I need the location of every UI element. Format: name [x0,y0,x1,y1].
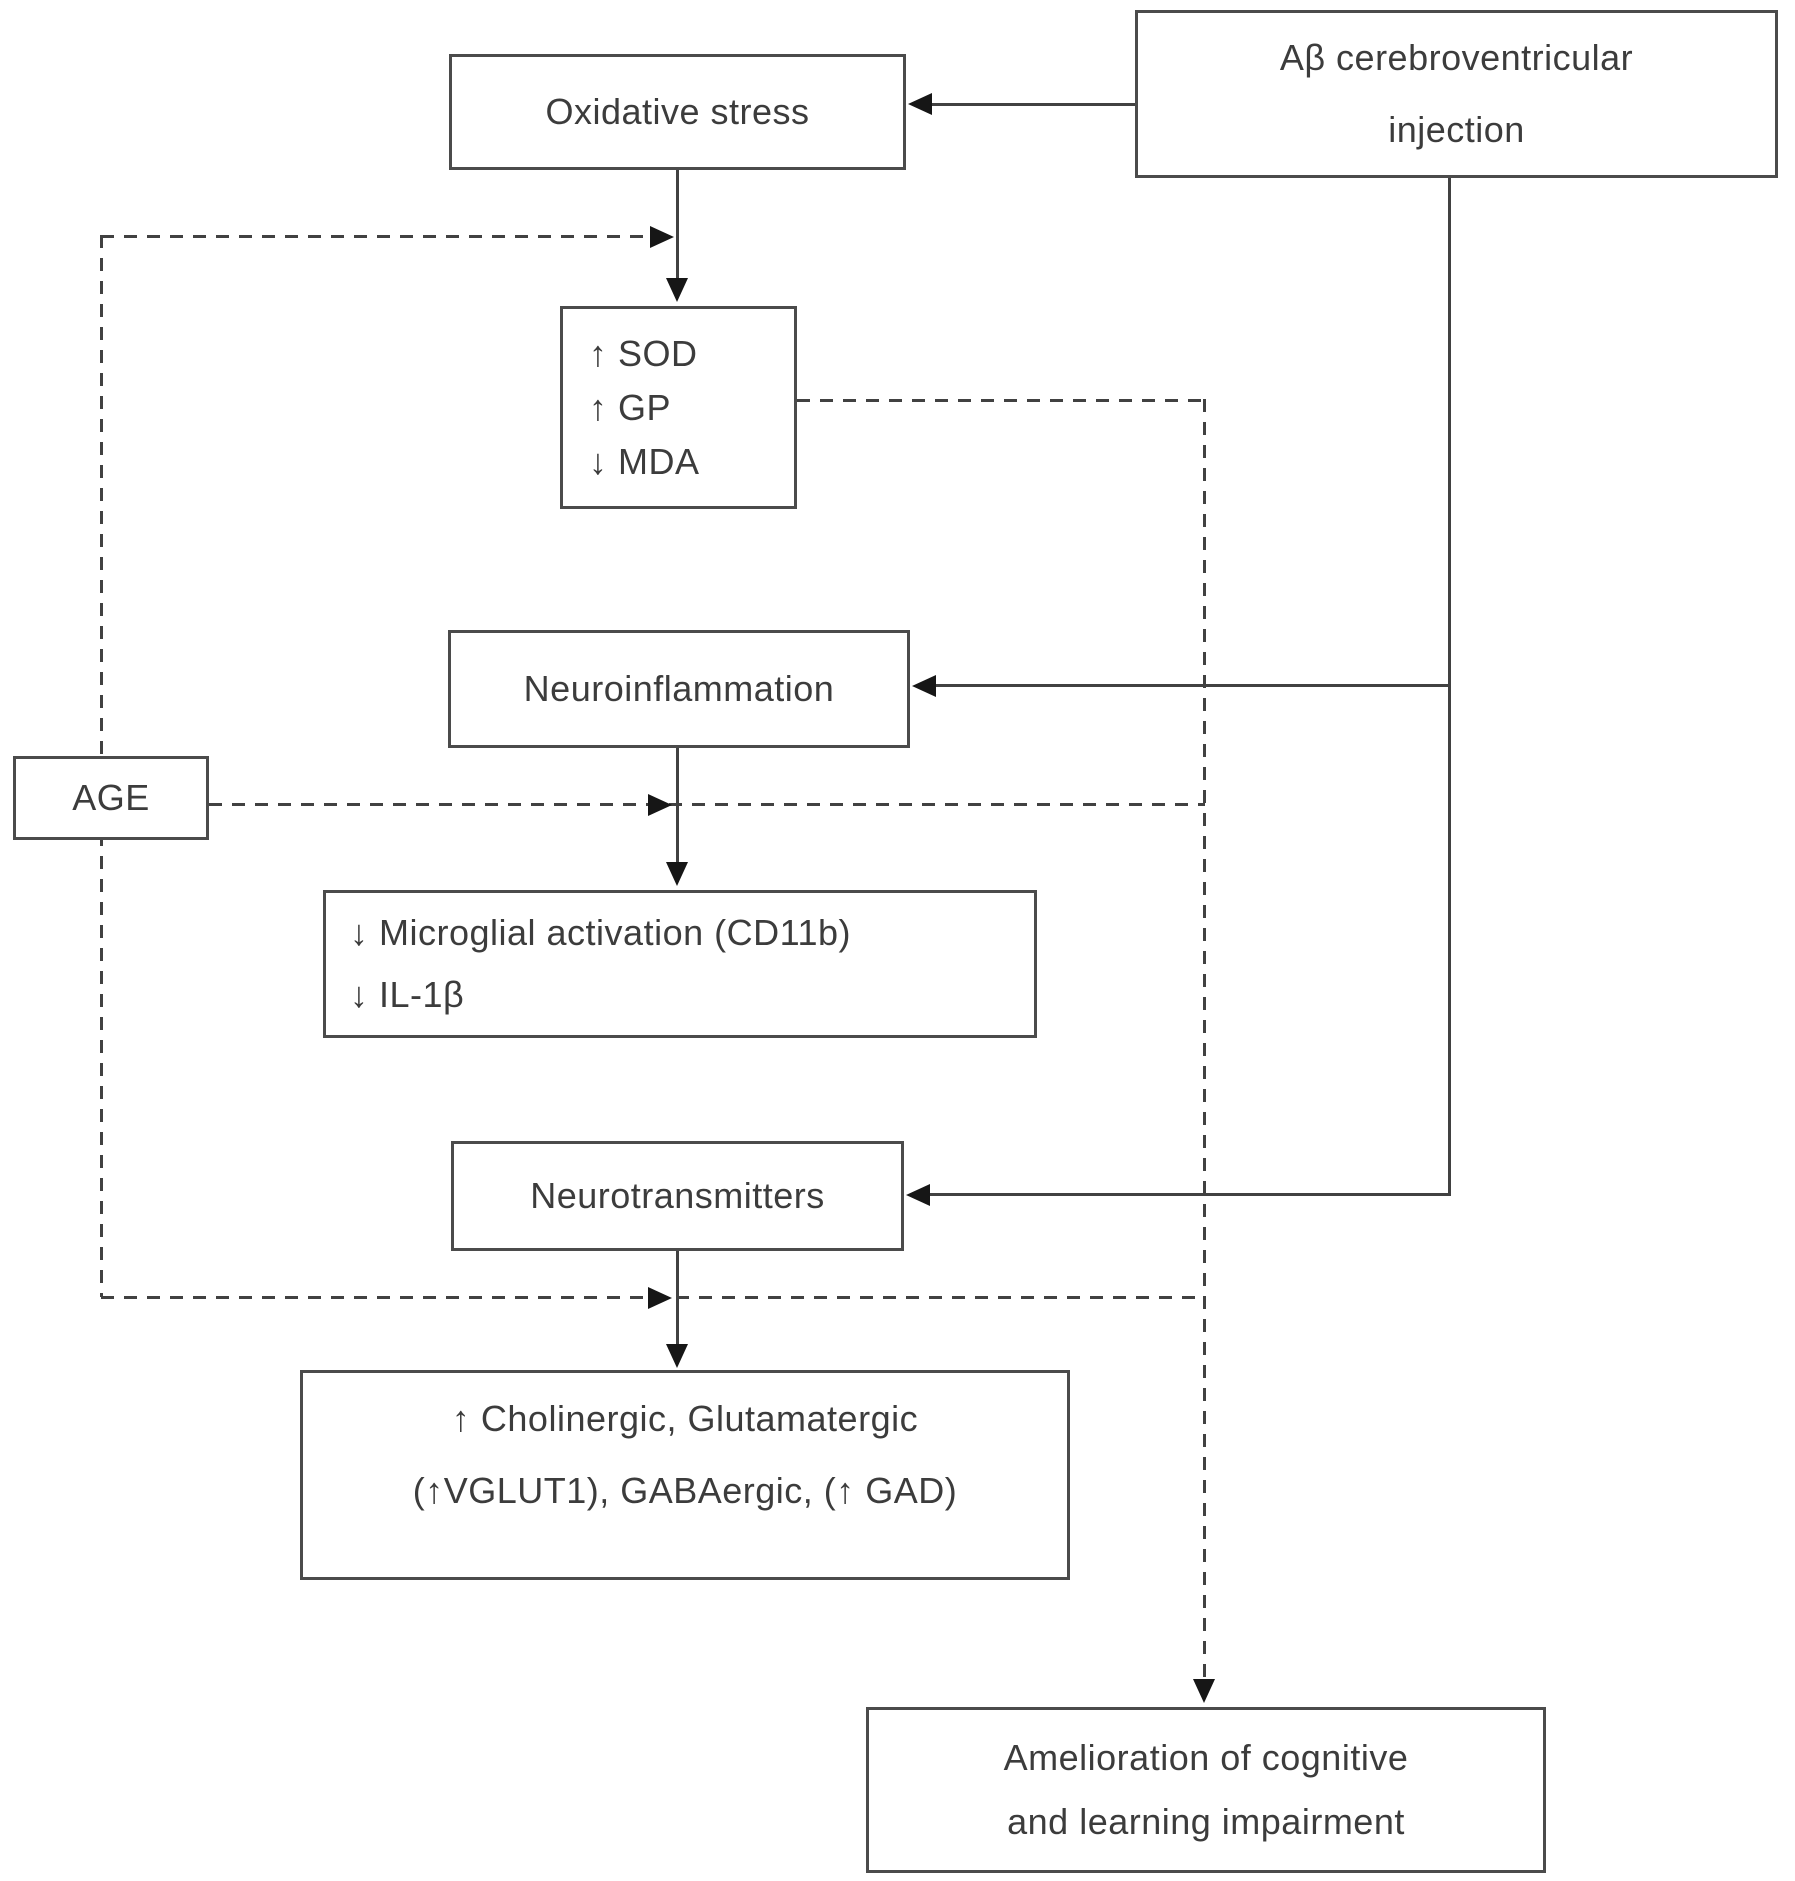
dashed-age-to-inflammation-markers [209,803,1205,806]
dashed-arrowhead-into-outcome [1193,1679,1215,1703]
connector-neurotransmitters-to-markers [676,1251,679,1351]
dashed-arrowhead-neurotransmitter-markers [648,1287,672,1309]
dashed-markers-to-outcome-vertical [1203,399,1206,1681]
arrowhead-into-oxidative-markers [666,278,688,302]
connector-ab-to-neurotransmitters [928,1193,1451,1196]
connector-ab-to-neuroinflammation [934,684,1451,687]
arrowhead-into-neurotransmitters [906,1184,930,1206]
arrowhead-into-neurotransmitter-markers [666,1344,688,1368]
arrowhead-into-neuroinflammation [912,675,936,697]
dashed-markers-to-outcome-horizontal [797,399,1205,402]
dashed-age-to-oxidative-markers [101,235,652,238]
node-ab-injection-line1: Aβ cerebroventricular [1279,37,1634,78]
node-oxidative-markers-line2: ↑ GP [589,386,672,428]
node-neurotransmitter-markers-line1: ↑ Cholinergic, Glutamatergic [451,1398,919,1439]
connector-ab-vertical [1448,178,1451,1196]
arrowhead-into-oxidative [908,93,932,115]
dashed-arrowhead-oxidative-markers [650,226,674,248]
node-inflammation-markers-line2: ↓ IL-1β [350,974,465,1015]
node-inflammation-markers: ↓ Microglial activation (CD11b) ↓ IL-1β [323,890,1037,1038]
connector-oxidative-to-markers [676,170,679,282]
dashed-arrowhead-inflammation-markers [648,794,672,816]
node-outcome: Amelioration of cognitive and learning i… [866,1707,1546,1873]
connector-neuroinflammation-to-markers [676,748,679,866]
node-age: AGE [13,756,209,840]
node-oxidative-markers: ↑ SOD ↑ GP ↓ MDA [560,306,797,509]
node-neurotransmitters-label: Neurotransmitters [530,1175,825,1216]
node-outcome-line2: and learning impairment [1007,1801,1405,1842]
node-oxidative-markers-line3: ↓ MDA [589,440,700,482]
node-neurotransmitters: Neurotransmitters [451,1141,904,1251]
node-neurotransmitter-markers: ↑ Cholinergic, Glutamatergic (↑VGLUT1), … [300,1370,1070,1580]
node-inflammation-markers-line1: ↓ Microglial activation (CD11b) [350,912,851,953]
arrowhead-into-inflammation-markers [666,862,688,886]
node-ab-injection: Aβ cerebroventricular injection [1135,10,1778,178]
node-age-label: AGE [72,777,150,818]
node-ab-injection-line2: injection [1388,109,1525,150]
node-neurotransmitter-markers-line2: (↑VGLUT1), GABAergic, (↑ GAD) [412,1470,958,1511]
node-outcome-line1: Amelioration of cognitive [1003,1737,1409,1778]
node-neuroinflammation: Neuroinflammation [448,630,910,748]
node-oxidative-stress: Oxidative stress [449,54,906,170]
connector-ab-to-oxidative [930,103,1135,106]
node-oxidative-markers-line1: ↑ SOD [589,332,698,374]
node-oxidative-stress-label: Oxidative stress [545,91,810,132]
node-neuroinflammation-label: Neuroinflammation [523,668,835,709]
